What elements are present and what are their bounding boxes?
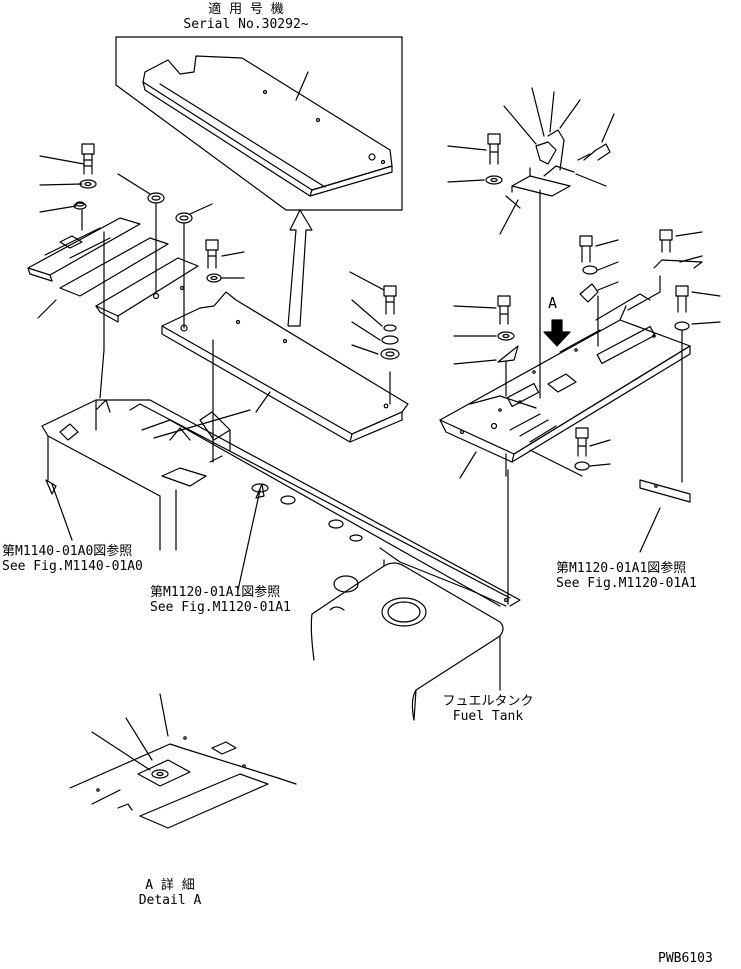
left-bracket-assembly xyxy=(27,155,199,399)
fig-ref-right-en: See Fig.M1120-01A1 xyxy=(556,576,697,591)
right-side-bolt xyxy=(577,113,615,161)
fig-ref-left: 第M1140-01A0図参照 See Fig.M1140-01A0 xyxy=(2,544,143,574)
applicable-serial-label: 適 用 号 機 Serial No.30292~ xyxy=(166,2,326,32)
fuel-tank xyxy=(310,559,504,721)
fig-ref-middle-en: See Fig.M1120-01A1 xyxy=(150,600,291,615)
detail-a-label-en: Detail A xyxy=(138,893,202,908)
fuel-tank-label-jp: フュエルタンク xyxy=(442,694,534,709)
fuel-tank-label-en: Fuel Tank xyxy=(452,709,524,724)
serial-inset-box xyxy=(115,36,403,211)
right-center-bolts xyxy=(453,295,611,477)
fig-ref-left-en: See Fig.M1140-01A0 xyxy=(2,559,143,574)
reference-leader-arrows xyxy=(45,479,265,591)
right-plate-bolts xyxy=(579,229,721,483)
plate-bolt-stack xyxy=(349,271,400,360)
fig-ref-middle: 第M1120-01A1図参照 See Fig.M1120-01A1 xyxy=(150,585,291,615)
main-floor-plate xyxy=(161,291,409,463)
right-upper-bracket xyxy=(447,87,615,399)
detail-a-drawing xyxy=(69,693,297,829)
right-floor-plate xyxy=(439,293,691,479)
fig-ref-left-jp: 第M1140-01A0図参照 xyxy=(2,544,133,559)
applicable-serial-number: Serial No.30292~ xyxy=(183,17,309,32)
middle-bolt-stack xyxy=(205,239,245,283)
detail-a-label-jp: A 詳 細 xyxy=(145,878,195,893)
drawing-number: PWB6103 xyxy=(658,951,713,966)
fig-ref-right-jp: 第M1120-01A1図参照 xyxy=(556,561,687,576)
fig-ref-middle-jp: 第M1120-01A1図参照 xyxy=(150,585,281,600)
chassis-frame xyxy=(41,399,521,607)
detail-a-label: A 詳 細 Detail A xyxy=(120,878,220,908)
inset-pointer-arrow xyxy=(287,209,313,327)
inset-cover-plate xyxy=(142,55,393,197)
fig-ref-right: 第M1120-01A1図参照 See Fig.M1120-01A1 xyxy=(556,561,697,591)
view-a-arrow xyxy=(543,319,571,347)
view-a-label: A xyxy=(548,294,558,312)
left-bolt-stack xyxy=(73,143,97,210)
right-lower-strip xyxy=(639,479,691,553)
applicable-serial-title: 適 用 号 機 xyxy=(208,2,284,17)
grommets xyxy=(117,173,213,329)
fuel-tank-label: フュエルタンク Fuel Tank xyxy=(428,694,548,724)
